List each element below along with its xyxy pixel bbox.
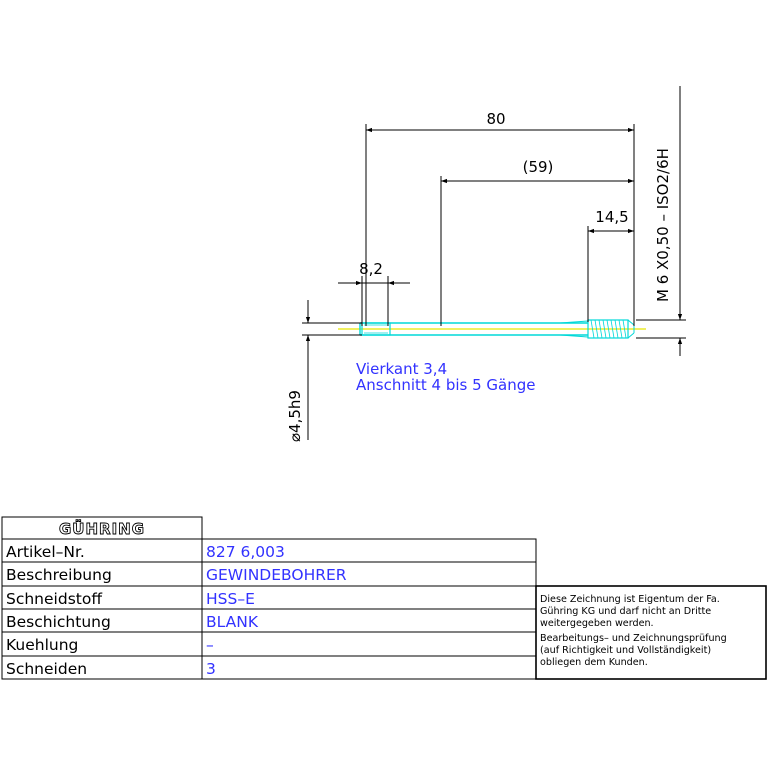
dimension-59-label: (59) xyxy=(523,158,554,176)
title-row-value: – xyxy=(206,636,214,654)
title-row-value: HSS–E xyxy=(206,590,255,608)
guehring-logo: GÜHRING xyxy=(59,519,145,538)
dimension-total-length: 80 xyxy=(365,110,635,326)
disclaimer-line: Gühring KG und darf nicht an Dritte xyxy=(540,606,711,617)
dimension-14-5-label: 14,5 xyxy=(595,208,628,226)
title-row-value: 3 xyxy=(206,660,216,678)
dimension-diameter-label: ⌀4,5h9 xyxy=(286,390,304,442)
dimension-80-label: 80 xyxy=(486,110,505,128)
title-row-label: Schneidstoff xyxy=(6,590,102,608)
dimension-thread-designation: M 6 X0,50 – ISO2/6H xyxy=(636,86,686,356)
disclaimer-line: (auf Richtigkeit und Vollständigkeit) xyxy=(540,645,711,656)
note-square: Vierkant 3,4 xyxy=(356,360,447,378)
title-row-value: GEWINDEBOHRER xyxy=(206,566,347,584)
dimension-thread-length: (59) xyxy=(440,158,634,326)
title-row-label: Beschreibung xyxy=(6,566,112,584)
dimension-square-length: 8,2 xyxy=(338,260,410,326)
disclaimer-line: weitergegeben werden. xyxy=(540,618,654,629)
note-chamfer: Anschnitt 4 bis 5 Gänge xyxy=(356,376,536,394)
title-row-label: Beschichtung xyxy=(6,613,111,631)
title-block: GÜHRING Artikel–Nr. Beschreibung Schneid… xyxy=(1,516,767,680)
dimension-shank-diameter: ⌀4,5h9 xyxy=(286,300,362,442)
title-row-label: Artikel–Nr. xyxy=(6,543,85,561)
title-row-value: 827 6,003 xyxy=(206,543,285,561)
disclaimer-line: Diese Zeichnung ist Eigentum der Fa. xyxy=(540,594,720,605)
dimension-chamfer-length: 14,5 xyxy=(587,208,634,322)
dimension-8-2-label: 8,2 xyxy=(359,260,383,278)
square-drive xyxy=(361,322,391,336)
thread-section xyxy=(587,319,629,339)
thread-designation-label: M 6 X0,50 – ISO2/6H xyxy=(654,148,672,302)
title-row-value: BLANK xyxy=(206,613,259,631)
disclaimer-line: obliegen dem Kunden. xyxy=(540,657,648,668)
title-row-label: Kuehlung xyxy=(6,636,78,654)
disclaimer-line: Bearbeitungs– und Zeichnungsprüfung xyxy=(540,633,727,644)
disclaimer-box xyxy=(535,585,767,680)
title-row-label: Schneiden xyxy=(6,660,87,678)
tap-tool-outline xyxy=(338,319,646,339)
